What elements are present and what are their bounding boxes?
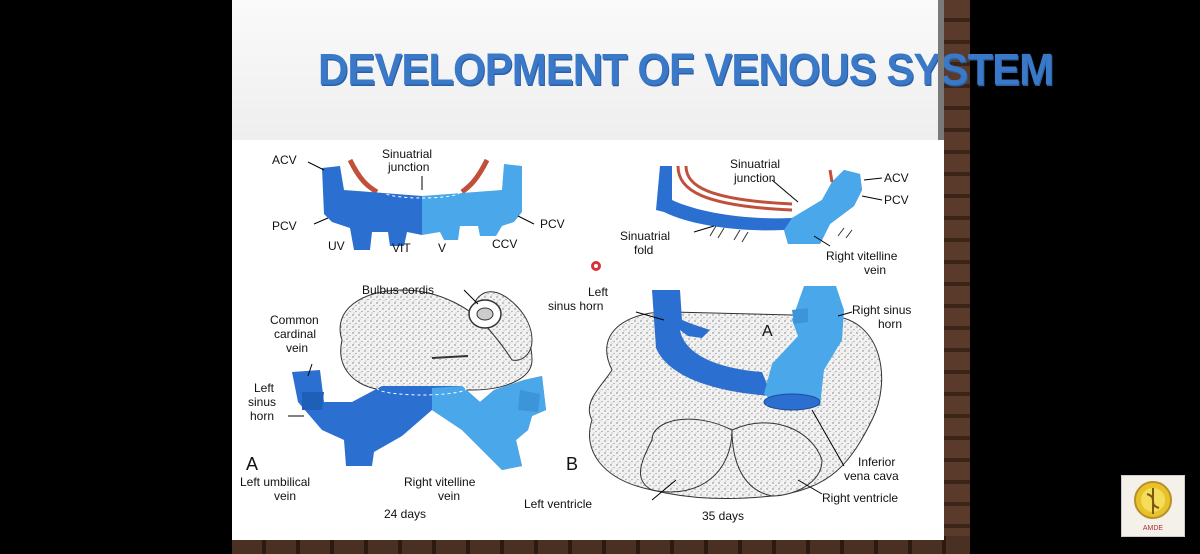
label-ivc-2: vena cava xyxy=(844,469,899,483)
label-acv-right: ACV xyxy=(884,171,909,185)
label-right-vitelline-top-1: Right vitelline xyxy=(826,249,898,263)
left-sinus-shape xyxy=(322,166,422,250)
label-sinuatrial-fold-2: fold xyxy=(634,243,653,257)
sinus-venosus-lateral-view xyxy=(656,165,862,244)
right-sinus-shape xyxy=(422,164,522,240)
label-letter-a: A xyxy=(246,454,258,474)
label-vit: VIT xyxy=(392,241,411,255)
label-left-ventricle: Left ventricle xyxy=(524,497,592,511)
slide-header: DEVELOPMENT OF VENOUS SYSTEM xyxy=(232,0,1054,140)
right-artery xyxy=(460,158,490,194)
label-24-days: 24 days xyxy=(384,507,426,521)
label-ivc-1: Inferior xyxy=(858,455,895,469)
label-pcv-left: PCV xyxy=(272,219,297,233)
label-left-sinus-horn-a-2: sinus xyxy=(248,395,276,409)
heart-35-days xyxy=(588,286,883,499)
scrollbar[interactable] xyxy=(938,0,944,140)
label-r-sinuatrial-2: junction xyxy=(733,171,775,185)
diagram-svg: ACV Sinuatrial junction PCV UV VIT V CCV… xyxy=(240,147,911,523)
label-common-cardinal-2: cardinal xyxy=(274,327,316,341)
label-right-sinus-horn-1: Right sinus xyxy=(852,303,911,317)
label-35-days: 35 days xyxy=(702,509,744,523)
label-bulbus-cordis: Bulbus cordis xyxy=(362,283,434,297)
label-common-cardinal-1: Common xyxy=(270,313,319,327)
label-left-sinus-horn-b-2: sinus horn xyxy=(548,299,603,313)
label-right-vitelline-top-2: vein xyxy=(864,263,886,277)
background-brick-right xyxy=(944,0,970,554)
label-left-sinus-horn-a-3: horn xyxy=(250,409,274,423)
venous-diagram: ACV Sinuatrial junction PCV UV VIT V CCV… xyxy=(232,140,944,530)
label-ccv: CCV xyxy=(492,237,517,251)
heart-24-days xyxy=(292,289,546,470)
background-brick-bottom xyxy=(232,536,970,554)
label-v: V xyxy=(438,241,446,255)
caduceus-icon: AMDE xyxy=(1134,481,1172,532)
logo-text: AMDE xyxy=(1143,525,1164,532)
label-letter-b: B xyxy=(566,454,578,474)
left-artery xyxy=(347,158,379,195)
label-sinuatrial-2: junction xyxy=(387,160,429,174)
label-left-umbilical-1: Left umbilical xyxy=(240,475,310,489)
sinus-venosus-dorsal-view xyxy=(322,158,522,250)
label-left-sinus-horn-a-1: Left xyxy=(254,381,275,395)
label-acv-left: ACV xyxy=(272,153,297,167)
label-right-ventricle: Right ventricle xyxy=(822,491,898,505)
label-right-vitelline-2: vein xyxy=(438,489,460,503)
slide-title: DEVELOPMENT OF VENOUS SYSTEM xyxy=(318,44,1054,95)
amde-logo: AMDE xyxy=(1121,475,1185,537)
label-pcv-right2: PCV xyxy=(884,193,909,207)
label-left-sinus-horn-b-1: Left xyxy=(588,285,609,299)
label-right-vitelline-1: Right vitelline xyxy=(404,475,476,489)
label-right-sinus-horn-2: horn xyxy=(878,317,902,331)
label-left-umbilical-2: vein xyxy=(274,489,296,503)
label-pcv-right: PCV xyxy=(540,217,565,231)
label-sinuatrial-1: Sinuatrial xyxy=(382,147,432,161)
label-sinuatrial-fold-1: Sinuatrial xyxy=(620,229,670,243)
label-uv: UV xyxy=(328,239,345,253)
label-r-sinuatrial-1: Sinuatrial xyxy=(730,157,780,171)
label-common-cardinal-3: vein xyxy=(286,341,308,355)
label-letter-a-b: A xyxy=(762,323,773,340)
